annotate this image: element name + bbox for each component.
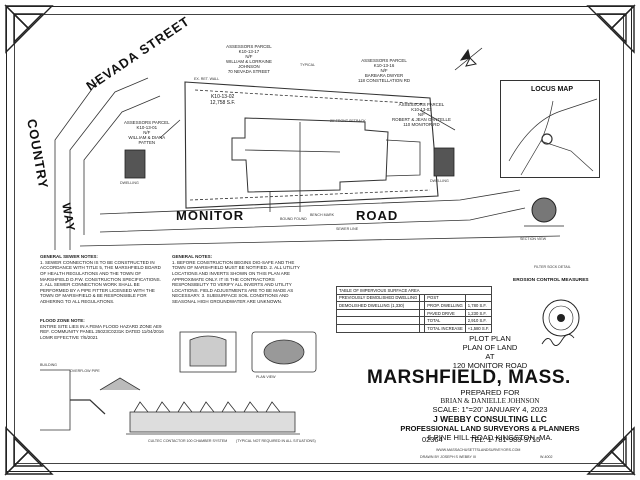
plan-label-right-dwelling: DWELLING xyxy=(430,179,449,183)
professional-seal-icon xyxy=(542,299,580,337)
title-at: AT xyxy=(485,352,495,361)
erosion-control-label: EROSION CONTROL MEASURES xyxy=(513,278,589,283)
title-firm-address: 6 PINE HILL ROAD KINGSTON, MA. xyxy=(427,433,553,442)
impervious-table-title: TABLE OF IMPERVIOUS SURFACE AREA xyxy=(335,286,493,295)
title-firm-desc: PROFESSIONAL LAND SURVEYORS & PLANNERS xyxy=(400,424,580,433)
plan-label-left-dwelling: DWELLING xyxy=(120,181,139,185)
plan-label-bound: BOUND FOUND xyxy=(280,217,307,221)
corner-ornament-bottom-right-icon xyxy=(586,426,636,476)
sheet-border-inner xyxy=(14,14,624,464)
title-plan-of-land: PLAN OF LAND xyxy=(462,343,518,352)
impervious-surface-table: TABLE OF IMPERVIOUS SURFACE AREA PREVIOU… xyxy=(335,286,493,333)
plan-label-sewer: SEWER LINE xyxy=(336,227,359,231)
locus-map: LOCUS MAP xyxy=(500,80,600,178)
plan-label-typical: TYPICAL xyxy=(300,63,315,67)
sewer-notes: GENERAL SEWER NOTES: 1. SEWER CONNECTION… xyxy=(40,254,161,304)
title-drawn-by: DRAWN BY JOSEPH S WEBBY III xyxy=(420,455,476,459)
street-label-monitor: MONITOR xyxy=(176,208,245,223)
title-block-header: PLOT PLAN PLAN OF LAND AT 120 MONITOR RO… xyxy=(430,334,550,370)
plan-label-bench: BENCH MARK xyxy=(310,213,334,217)
title-scale-date: SCALE: 1"=20' JANUARY 4, 2023 xyxy=(432,405,548,414)
table-row: TOTAL INCREASE+1,580 S.F. xyxy=(335,323,493,333)
typical-label: (TYPICAL NOT REQUIRED IN ALL SITUATIONS) xyxy=(236,439,316,443)
title-prepared-for: PREPARED FOR xyxy=(460,388,520,397)
title-town: MARSHFIELD, MASS. xyxy=(367,367,571,388)
corner-ornament-bottom-left-icon xyxy=(4,426,54,476)
title-firm: J WEBBY CONSULTING LLC xyxy=(433,414,547,424)
title-job-number: W-4002 xyxy=(540,455,553,459)
plan-view-label: PLAN VIEW xyxy=(256,375,276,379)
street-label-road: ROAD xyxy=(356,208,399,223)
corner-ornament-top-left-icon xyxy=(4,4,54,54)
plan-label-setback: 20' FRONT SETBACK xyxy=(330,119,366,123)
locus-map-roads xyxy=(508,98,598,176)
title-zip: 02364 xyxy=(422,435,443,444)
signature-icon xyxy=(541,334,575,346)
title-tel: TEL. 1-781-983-3715 xyxy=(470,435,541,444)
title-address: 120 MONITOR ROAD xyxy=(452,361,528,370)
title-plot-plan: PLOT PLAN xyxy=(469,334,511,343)
section-view-label: SECTION VIEW xyxy=(520,237,547,241)
corner-ornament-top-right-icon xyxy=(586,4,636,54)
table-row: DEMOLISHED DWELLING (1,330)PROP. DWELLIN… xyxy=(335,301,493,310)
plan-label-ex-wall: EX. RET. WALL xyxy=(194,77,220,81)
overflow-pipe-label: OVERFLOW PIPE xyxy=(70,369,100,373)
title-website: WWW.MASSACHUSETTSLANDSURVEYORS.COM xyxy=(436,448,521,452)
general-notes: GENERAL NOTES: 1. BEFORE CONSTRUCTION BE… xyxy=(172,254,300,304)
filter-sock-detail xyxy=(524,197,564,227)
locus-map-title: LOCUS MAP xyxy=(531,86,573,93)
sheet-border-outer xyxy=(6,6,632,472)
title-block-details: PREPARED FOR BRIAN & DANIELLE JOHNSON SC… xyxy=(390,388,590,442)
cultec-label: CULTEC CONTACTOR 100 CHAMBER SYSTEM xyxy=(148,439,228,443)
drainage-details xyxy=(40,331,317,435)
flood-zone-notes: FLOOD ZONE NOTE: ENTIRE SITE LIES IN A F… xyxy=(40,318,164,340)
building-label: BUILDING xyxy=(40,363,57,367)
title-clients: BRIAN & DANIELLE JOHNSON xyxy=(440,397,540,405)
filter-sock-label: FILTER SOCK DETAIL xyxy=(534,265,571,269)
north-arrow-icon xyxy=(454,47,483,71)
